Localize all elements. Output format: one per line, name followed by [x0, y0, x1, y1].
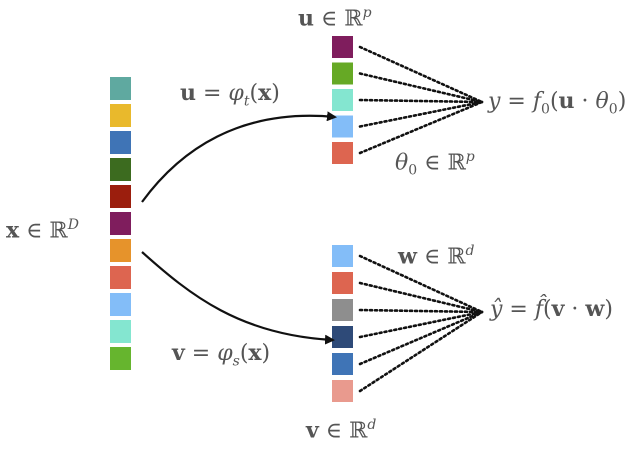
x-cell-7 [110, 239, 131, 262]
student-dot-line-6 [358, 310, 484, 393]
x-cell-2 [110, 104, 131, 127]
theta-label: θ0 ∈ ℝp [395, 149, 475, 179]
student-connection-lines [358, 254, 484, 393]
u-cell-1 [332, 36, 353, 58]
x-cell-6 [110, 212, 131, 235]
student-output-label: ŷ = f̂(v · w) [490, 296, 613, 322]
student-dot-line-2 [358, 281, 484, 314]
teacher-map-label: u = φt(x) [180, 80, 280, 110]
student-dot-line-3 [358, 308, 484, 314]
u-cell-3 [332, 89, 353, 111]
x-cell-4 [110, 158, 131, 181]
u-space-label: u ∈ ℝp [298, 5, 372, 32]
teacher-connection-lines [358, 45, 484, 155]
v-cell-6 [332, 380, 353, 402]
x-cell-8 [110, 266, 131, 289]
x-cell-1 [110, 77, 131, 100]
arrow-student-map [141, 251, 335, 345]
u-feature-vector [332, 36, 353, 164]
v-cell-1 [332, 245, 353, 267]
u-cell-5 [332, 142, 353, 164]
v-cell-2 [332, 272, 353, 294]
teacher-output-label: y = f0(u · θ0) [488, 88, 627, 118]
teacher-dot-line-2 [358, 72, 484, 104]
x-cell-3 [110, 131, 131, 154]
x-feature-vector [110, 77, 131, 370]
teacher-dot-line-5 [358, 100, 484, 155]
teacher-dot-line-3 [358, 98, 484, 104]
student-dot-line-4 [358, 310, 484, 339]
v-space-label: v ∈ ℝd [306, 417, 377, 444]
x-cell-5 [110, 185, 131, 208]
x-space-label: x ∈ ℝD [6, 217, 79, 244]
v-feature-vector [332, 245, 353, 402]
u-cell-4 [332, 115, 353, 138]
w-label: w ∈ ℝd [398, 243, 475, 270]
v-cell-3 [332, 299, 353, 321]
teacher-dot-line-4 [358, 100, 484, 128]
u-cell-2 [332, 62, 353, 85]
student-map-label: v = φs(x) [172, 340, 271, 370]
x-cell-10 [110, 320, 131, 343]
v-cell-5 [332, 353, 353, 375]
student-dot-line-1 [358, 254, 484, 314]
student-dot-line-5 [358, 310, 484, 366]
teacher-dot-line-1 [358, 45, 484, 104]
v-cell-4 [332, 326, 353, 348]
x-cell-11 [110, 347, 131, 370]
arrow-teacher-map [141, 111, 337, 203]
x-cell-9 [110, 293, 131, 316]
